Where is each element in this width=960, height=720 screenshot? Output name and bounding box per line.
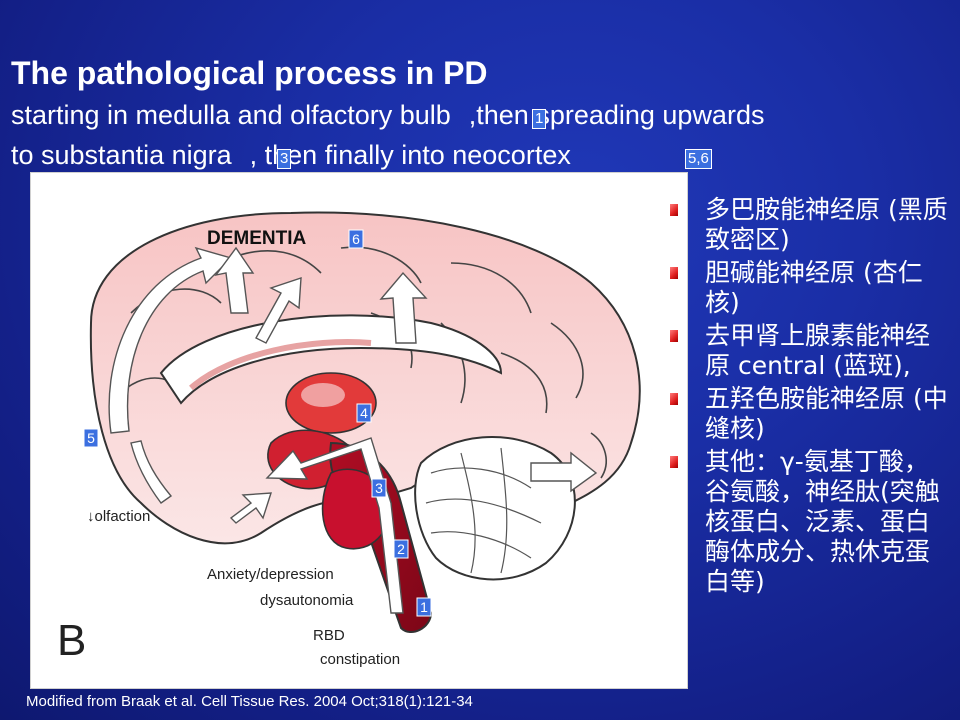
slide-title: The pathological process in PD — [11, 55, 488, 91]
stage-marker-5 — [83, 428, 99, 448]
list-item: 其他：γ-氨基丁酸，谷氨酸，神经肽(突触核蛋白、泛素、蛋白酶体成分、热休克蛋白等… — [668, 447, 953, 597]
neurotransmitter-list: 多巴胺能神经原 (黑质致密区) 胆碱能神经原 (杏仁核) 去甲肾上腺素能神经原 … — [668, 195, 953, 600]
subtitle-text-neocortex: , then finally into neocortex — [249, 140, 571, 170]
stage-tag-medulla: 1 — [532, 109, 547, 129]
stage-tag-substantia-nigra: 3 — [277, 149, 292, 169]
subtitle-line-2: to substantia nigra , then finally into n… — [11, 140, 571, 171]
stage-marker-5-text: 5 — [87, 430, 95, 446]
list-item: 胆碱能神经原 (杏仁核) — [668, 258, 953, 318]
olfaction-label: ↓olfaction — [87, 508, 151, 525]
bullet-icon — [670, 393, 678, 405]
list-item-text: 胆碱能神经原 (杏仁核) — [705, 258, 923, 317]
subtitle-text-spreading: ,then spreading upwards — [468, 100, 765, 130]
list-item-text: 五羟色胺能神经原 (中缝核) — [705, 384, 948, 443]
panel-letter: B — [57, 616, 87, 665]
stage-tag-neocortex: 5,6 — [685, 149, 712, 169]
stage-marker-1 — [416, 597, 432, 617]
brain-sagittal-illustration: 6 5 4 3 2 1 — [83, 211, 641, 633]
bullet-icon — [670, 330, 678, 342]
list-item-text: 去甲肾上腺素能神经原 central (蓝斑), — [705, 321, 931, 380]
subtitle-line-1: starting in medulla and olfactory bulb ,t… — [11, 100, 764, 131]
list-item-text: 其他：γ-氨基丁酸，谷氨酸，神经肽(突触核蛋白、泛素、蛋白酶体成分、热休克蛋白等… — [705, 447, 940, 596]
subtitle-text-medulla: starting in medulla and olfactory bulb — [11, 100, 451, 130]
list-item: 五羟色胺能神经原 (中缝核) — [668, 384, 953, 444]
constipation-label: constipation — [320, 651, 401, 668]
stage-marker-6 — [348, 229, 364, 249]
anxiety-depression-label: Anxiety/depression — [207, 566, 334, 583]
list-item: 去甲肾上腺素能神经原 central (蓝斑), — [668, 321, 953, 381]
stage-markers: 6 5 4 3 2 1 — [83, 229, 432, 617]
stage-marker-2 — [393, 539, 409, 559]
bullet-icon — [670, 204, 678, 216]
braak-staging-figure: 6 5 4 3 2 1 DEMENTIA ↓olfaction Anxiety/… — [30, 172, 688, 689]
dementia-label: DEMENTIA — [207, 228, 307, 249]
stage-marker-4 — [356, 403, 372, 423]
stage-marker-4-text: 4 — [360, 405, 368, 421]
bullet-icon — [670, 267, 678, 279]
spread-arrows — [108, 246, 598, 614]
bullet-icon — [670, 456, 678, 468]
stage-marker-3 — [371, 478, 387, 498]
list-item-text: 多巴胺能神经原 (黑质致密区) — [705, 195, 948, 254]
list-item: 多巴胺能神经原 (黑质致密区) — [668, 195, 953, 255]
dysautonomia-label: dysautonomia — [260, 592, 354, 609]
stage-marker-2-text: 2 — [397, 541, 405, 557]
citation: Modified from Braak et al. Cell Tissue R… — [26, 693, 473, 710]
stage-marker-3-text: 3 — [375, 480, 383, 496]
stage-marker-6-text: 6 — [352, 231, 360, 247]
cerebellum — [414, 436, 576, 581]
stage-marker-1-text: 1 — [420, 599, 428, 615]
rbd-label: RBD — [313, 627, 345, 644]
subtitle-text-nigra: to substantia nigra — [11, 140, 232, 170]
